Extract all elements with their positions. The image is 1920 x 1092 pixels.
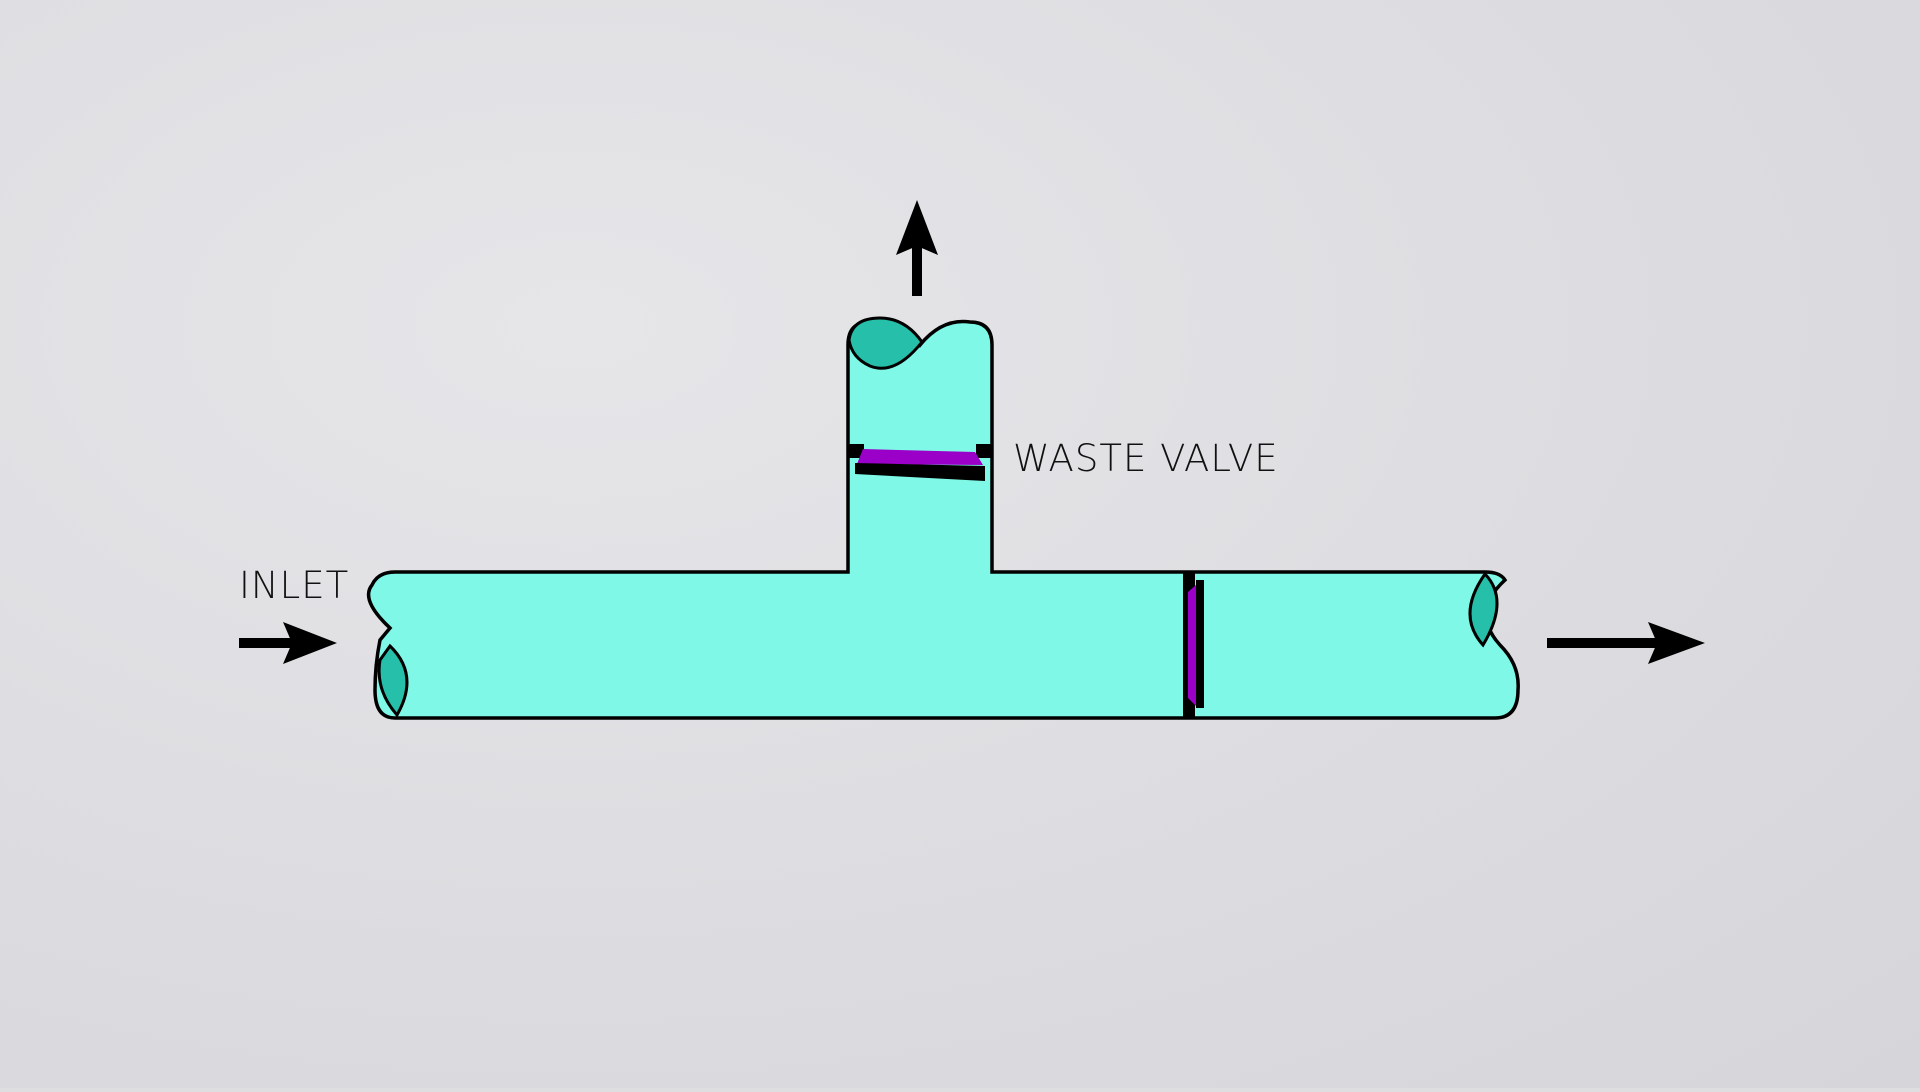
waste-pipe-end — [847, 316, 924, 370]
outlet-arrow-icon — [1547, 622, 1705, 664]
inlet-arrow-icon — [239, 622, 337, 664]
pipe-body — [366, 319, 1520, 720]
outlet-pipe-end — [1468, 571, 1499, 648]
inlet-label: INLET — [239, 564, 350, 607]
waste-valve-label: WASTE VALVE — [1013, 437, 1279, 480]
waste-valve — [848, 444, 992, 481]
waste-outflow-arrow-icon — [896, 200, 938, 296]
inlet-pipe-end — [377, 643, 409, 718]
check-valve — [1183, 572, 1204, 718]
